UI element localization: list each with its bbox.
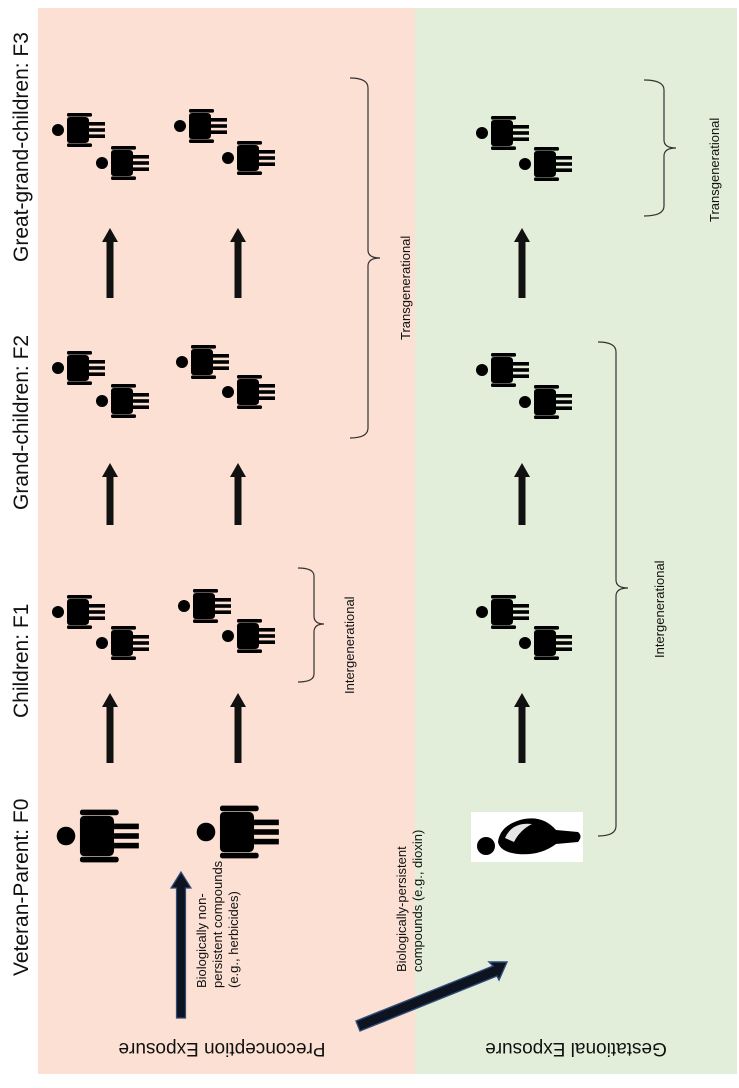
generation-label-f3: Great-grand-children: F3	[10, 32, 33, 262]
preconception-label: Preconception Exposure	[118, 1038, 325, 1059]
transgenerational-brace	[349, 77, 381, 439]
intergenerational-label: Intergenerational	[652, 560, 667, 658]
intergenerational-label: Intergenerational	[342, 596, 357, 694]
generation-label-f0: Veteran-Parent: F0	[10, 799, 33, 976]
transgenerational-label: Transgenerational	[398, 236, 413, 340]
intergenerational-brace	[297, 567, 325, 683]
non-persistent-line1: Biologically non-	[194, 893, 209, 988]
persistent-line2: compounds (e.g., dioxin)	[410, 830, 425, 972]
preconception-exposure-arrow	[169, 870, 193, 1019]
gestational-panel	[415, 8, 737, 1074]
pregnant-person-icon	[471, 812, 583, 862]
persistent-line1: Biologically-persistent	[394, 846, 409, 972]
non-persistent-line2: persistent compounds	[210, 860, 225, 988]
preconception-panel	[38, 8, 415, 1074]
generation-label-f2: Grand-children: F2	[10, 335, 33, 510]
non-persistent-line3: (e.g., herbicides)	[226, 891, 241, 988]
intergenerational-brace	[597, 341, 629, 837]
gestational-exposure-arrow	[355, 961, 509, 1032]
generation-label-f1: Children: F1	[10, 604, 33, 718]
transgenerational-brace	[643, 79, 677, 217]
gestational-label: Gestational Exposure	[485, 1038, 667, 1059]
transgenerational-label: Transgenerational	[707, 118, 722, 222]
